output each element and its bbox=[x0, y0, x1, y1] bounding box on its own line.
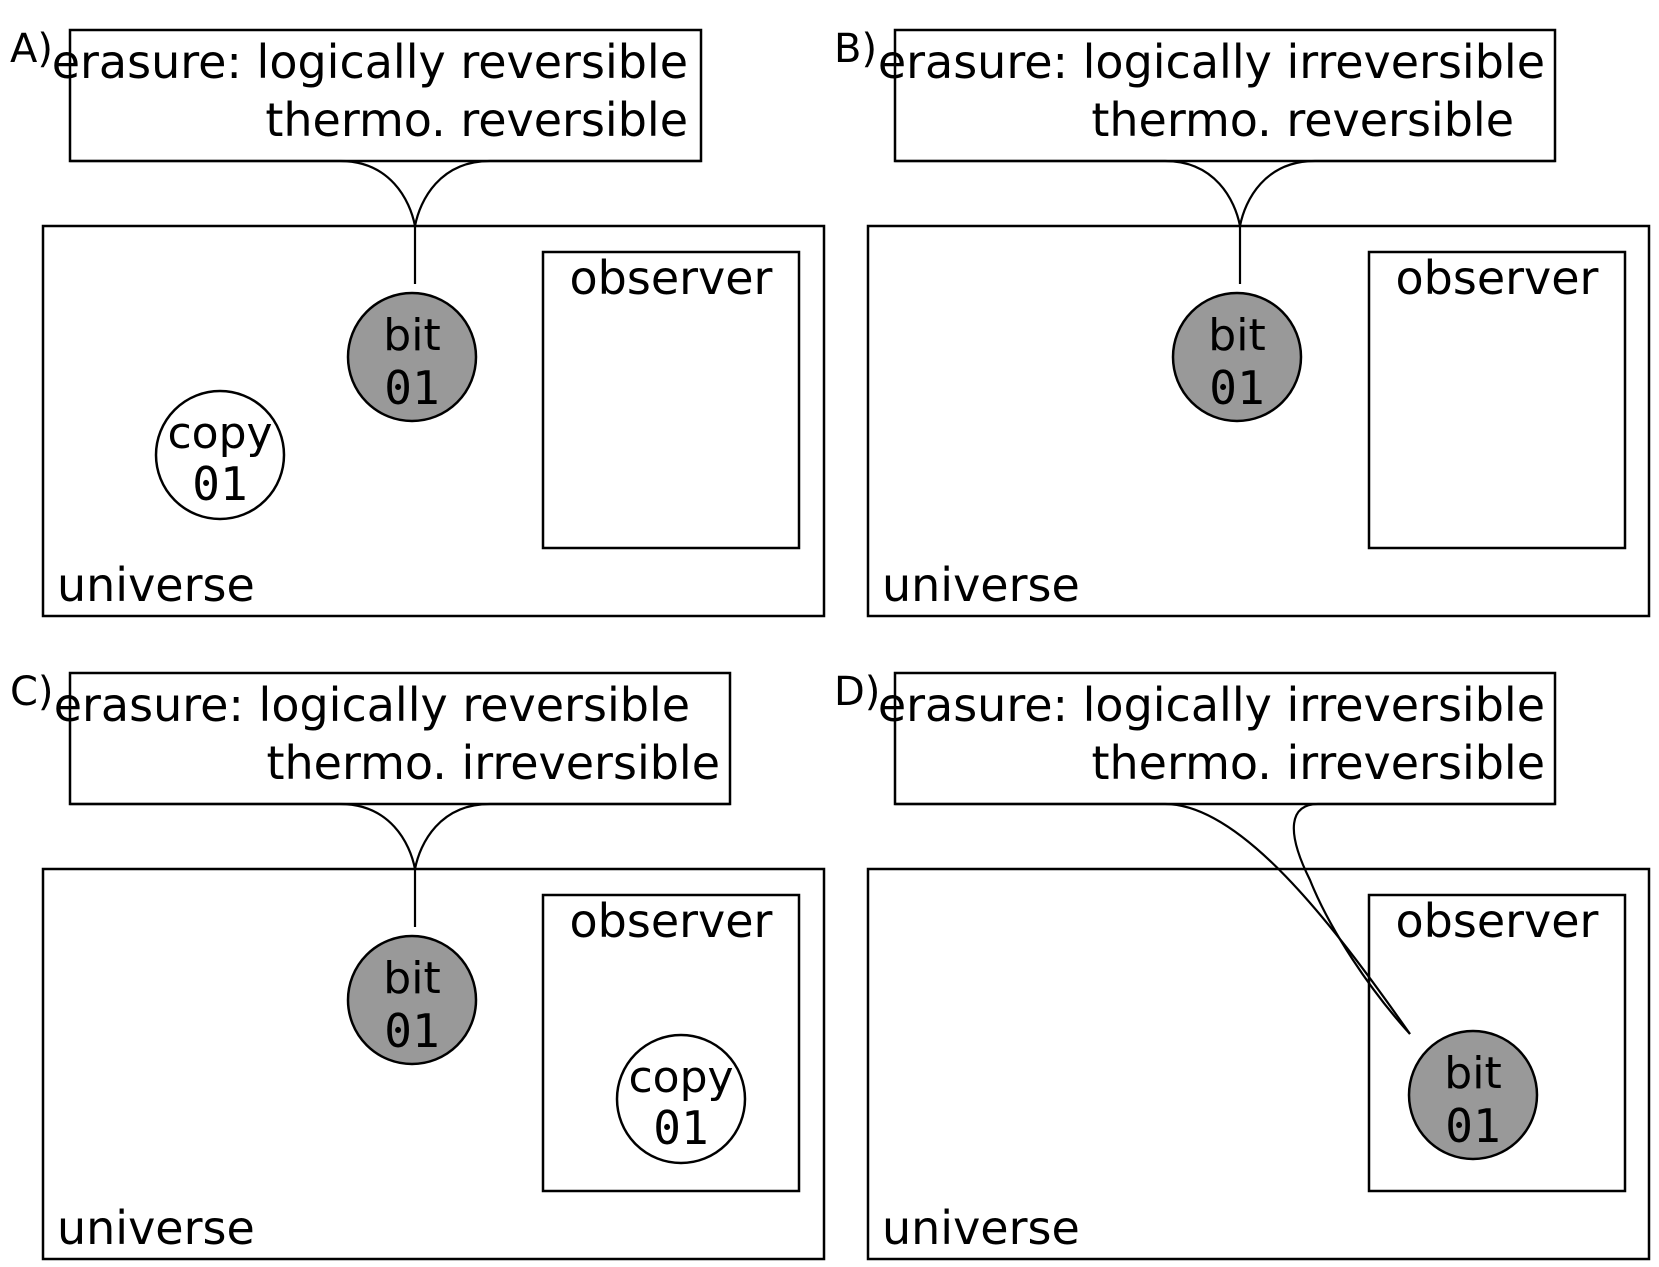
caption-line-2: thermo. reversible bbox=[265, 93, 688, 147]
copy-node bbox=[154, 389, 286, 521]
copy-name: copy bbox=[628, 1052, 733, 1103]
bit-value: 01 bbox=[384, 1004, 439, 1058]
callout-pointer-left bbox=[70, 802, 417, 870]
panel-label: A) bbox=[10, 26, 53, 72]
universe-label: universe bbox=[882, 1201, 1080, 1255]
caption-box bbox=[68, 671, 732, 806]
observer-box bbox=[541, 250, 801, 550]
callout-pointer-left bbox=[895, 159, 1242, 227]
bit-value: 01 bbox=[384, 361, 439, 415]
panel-label: C) bbox=[10, 669, 54, 715]
callout-pointer-right bbox=[1292, 802, 1555, 1035]
copy-value: 01 bbox=[653, 1101, 708, 1155]
callout-pointer-left bbox=[895, 802, 1411, 1035]
caption-line-1: erasure: logically reversible bbox=[52, 35, 688, 89]
panel-c: C) erasure: logically reversible thermo.… bbox=[10, 669, 826, 1261]
callout-pointer-right bbox=[1238, 159, 1555, 227]
panel-label: B) bbox=[834, 26, 877, 72]
caption-line-1: erasure: logically irreversible bbox=[878, 35, 1545, 89]
copy-node bbox=[615, 1033, 747, 1165]
panel-d: D) observer erasure: logically irreversi… bbox=[834, 669, 1651, 1261]
caption-line-2: thermo. irreversible bbox=[1091, 736, 1545, 790]
panel-label: D) bbox=[834, 669, 880, 715]
bit-name: bit bbox=[383, 310, 440, 361]
panel-a: A) erasure: logically reversible thermo.… bbox=[10, 26, 826, 618]
bit-name: bit bbox=[1444, 1048, 1501, 1099]
universe-label: universe bbox=[57, 558, 255, 612]
caption-box bbox=[68, 28, 703, 163]
copy-name: copy bbox=[167, 408, 272, 459]
universe-label: universe bbox=[882, 558, 1080, 612]
bit-name: bit bbox=[1208, 310, 1265, 361]
caption-box bbox=[893, 671, 1557, 806]
caption-line-1: erasure: logically reversible bbox=[54, 678, 690, 732]
bit-node bbox=[346, 291, 478, 423]
bit-node bbox=[1171, 291, 1303, 423]
observer-label: observer bbox=[570, 251, 773, 305]
bit-name: bit bbox=[383, 953, 440, 1004]
universe-label: universe bbox=[57, 1201, 255, 1255]
caption-line-2: thermo. irreversible bbox=[266, 736, 720, 790]
observer-label: observer bbox=[570, 894, 773, 948]
caption-line-2: thermo. reversible bbox=[1091, 93, 1514, 147]
bit-node bbox=[346, 934, 478, 1066]
caption-line-1: erasure: logically irreversible bbox=[878, 678, 1545, 732]
callout-pointer-right bbox=[413, 159, 701, 227]
observer-label: observer bbox=[1396, 894, 1599, 948]
bit-value: 01 bbox=[1445, 1099, 1500, 1153]
callout-pointer-right bbox=[413, 802, 730, 870]
callout-pointer-left bbox=[70, 159, 417, 227]
caption-box bbox=[893, 28, 1557, 163]
copy-value: 01 bbox=[192, 457, 247, 511]
panel-b: B) erasure: logically irreversible therm… bbox=[834, 26, 1651, 618]
bit-node bbox=[1407, 1029, 1539, 1161]
bit-value: 01 bbox=[1209, 361, 1264, 415]
observer-box bbox=[1367, 250, 1627, 550]
observer-label: observer bbox=[1396, 251, 1599, 305]
